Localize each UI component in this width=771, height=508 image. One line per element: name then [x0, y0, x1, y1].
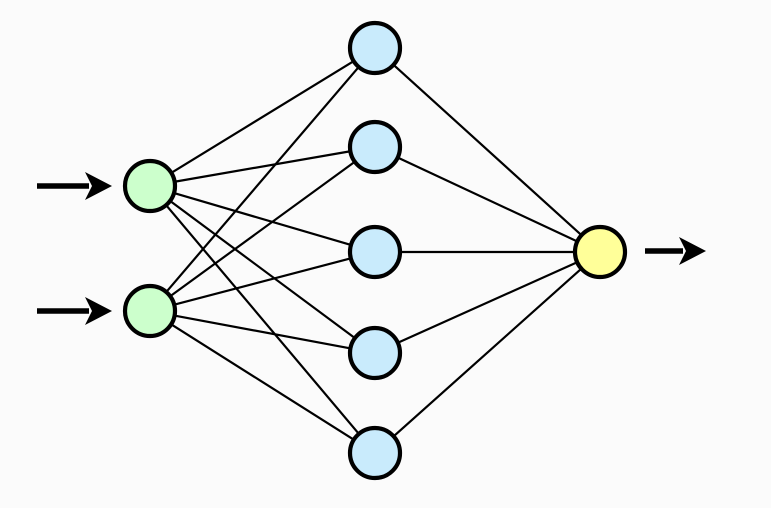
input-layer [122, 158, 178, 339]
node-h3[interactable] [347, 224, 403, 280]
input-arrow-2-head [85, 297, 112, 325]
edge-i2-h3 [170, 256, 355, 307]
edge-i2-h4 [170, 313, 355, 351]
edge-h2-o1 [393, 155, 582, 244]
edge-i1-h4 [166, 198, 359, 341]
node-h5[interactable] [347, 425, 403, 481]
network-nodes [122, 20, 628, 481]
node-i2[interactable] [122, 283, 178, 339]
edge-i2-h1 [163, 63, 362, 296]
edge-i1-h3 [170, 191, 355, 247]
edge-h4-o1 [393, 259, 582, 346]
node-h2[interactable] [347, 119, 403, 175]
input-arrow-1-head [85, 172, 112, 200]
output-arrow-1-icon [645, 237, 706, 265]
edge-i2-h2 [166, 158, 359, 300]
input-arrow-2-icon [37, 297, 112, 325]
edge-i2-h5 [167, 321, 358, 443]
edge-h1-o1 [390, 61, 585, 239]
node-o1[interactable] [572, 224, 628, 280]
input-arrow-1-icon [37, 172, 112, 200]
output-arrow-1-head [679, 237, 706, 265]
node-h4[interactable] [347, 325, 403, 381]
edge-i1-h1 [167, 58, 358, 176]
edge-i1-h2 [170, 149, 355, 184]
connection-edges [163, 58, 585, 443]
edge-i1-h5 [163, 201, 362, 438]
io-arrows [37, 172, 706, 325]
edge-h5-o1 [390, 265, 585, 440]
hidden-layer [347, 20, 403, 481]
node-i1[interactable] [122, 158, 178, 214]
output-layer [572, 224, 628, 280]
node-h1[interactable] [347, 20, 403, 76]
